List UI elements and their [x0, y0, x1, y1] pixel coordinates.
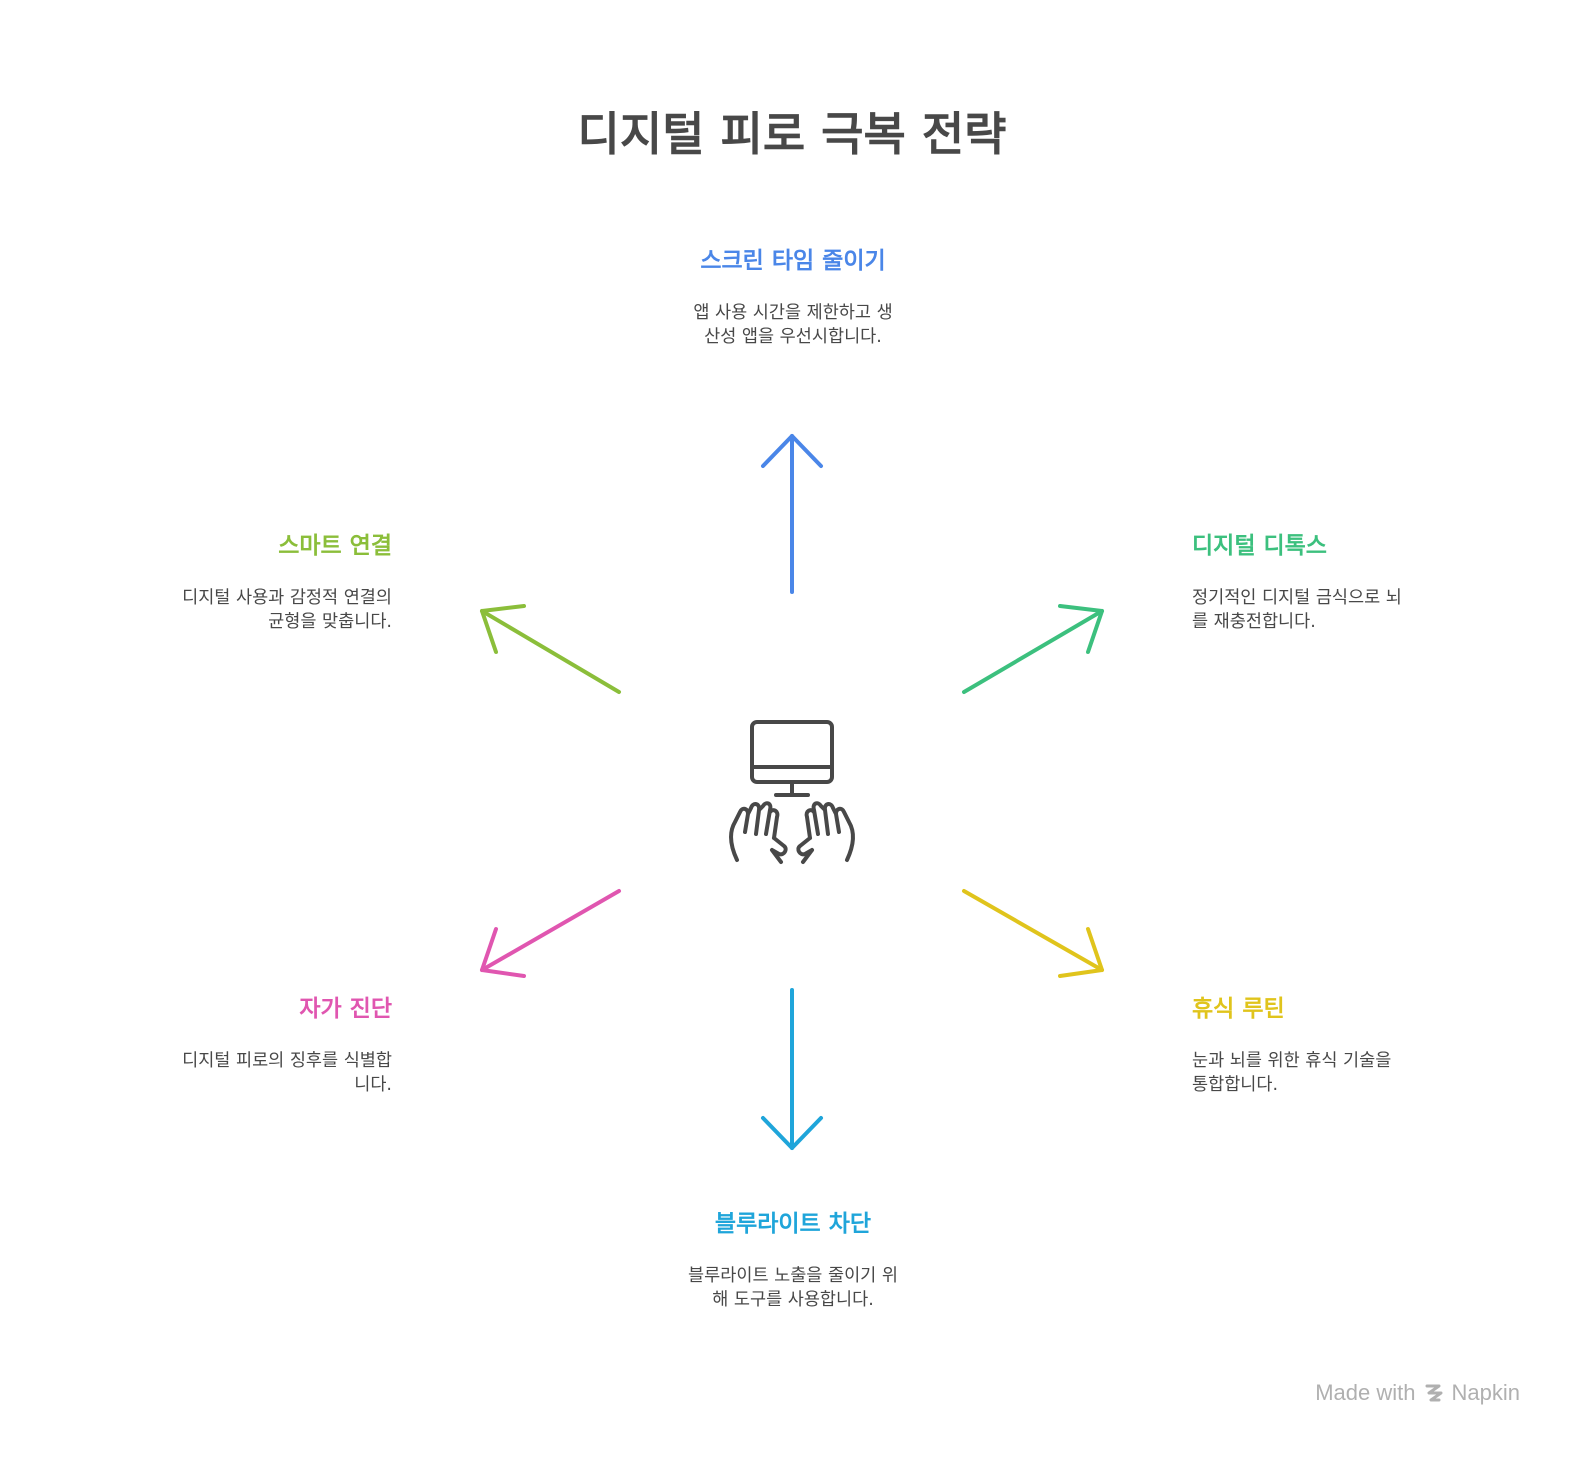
page-title: 디지털 피로 극복 전략 [577, 107, 1007, 161]
strategy-upper-left-desc: 디지털 사용과 감정적 연결의 균형을 맞춥니다. [182, 588, 392, 632]
strategy-lower-right: 휴식 루틴 눈과 뇌를 위한 휴식 기술을 통합합니다. [1192, 993, 1402, 1097]
napkin-brand-label: Napkin [1451, 1380, 1520, 1405]
strategy-bottom: 블루라이트 차단 블루라이트 노출을 줄이기 위해 도구를 사용합니다. [688, 1208, 898, 1312]
strategy-top-title: 스크린 타임 줄이기 [700, 248, 886, 274]
strategy-upper-right-desc: 정기적인 디지털 금식으로 뇌를 재충전합니다. [1192, 588, 1402, 632]
strategy-bottom-desc: 블루라이트 노출을 줄이기 위해 도구를 사용합니다. [688, 1266, 898, 1310]
arrow-down [761, 988, 823, 1150]
made-with-napkin-badge[interactable]: Made with Napkin [1315, 1380, 1520, 1406]
strategy-lower-left: 자가 진단 디지털 피로의 징후를 식별합니다. [182, 993, 392, 1097]
monitor-with-typing-hands-icon [729, 720, 855, 864]
strategy-lower-right-title: 휴식 루틴 [1192, 996, 1285, 1022]
arrow-upper-right [962, 604, 1104, 694]
arrow-lower-left [480, 889, 621, 978]
strategy-upper-left-title: 스마트 연결 [278, 533, 392, 559]
napkin-logo-icon [1425, 1384, 1443, 1402]
strategy-lower-left-title: 자가 진단 [299, 996, 392, 1022]
arrow-upper-left [480, 604, 621, 694]
strategy-top: 스크린 타임 줄이기 앱 사용 시간을 제한하고 생산성 앱을 우선시합니다. [688, 245, 898, 349]
strategy-lower-right-desc: 눈과 뇌를 위한 휴식 기술을 통합합니다. [1192, 1051, 1392, 1095]
arrow-up [761, 434, 823, 594]
strategy-upper-right-title: 디지털 디톡스 [1192, 533, 1327, 559]
strategy-upper-left: 스마트 연결 디지털 사용과 감정적 연결의 균형을 맞춥니다. [182, 530, 392, 634]
strategy-lower-left-desc: 디지털 피로의 징후를 식별합니다. [182, 1051, 392, 1095]
strategy-upper-right: 디지털 디톡스 정기적인 디지털 금식으로 뇌를 재충전합니다. [1192, 530, 1402, 634]
strategy-top-desc: 앱 사용 시간을 제한하고 생산성 앱을 우선시합니다. [693, 303, 893, 347]
arrow-lower-right [962, 889, 1104, 978]
made-with-label: Made with [1315, 1380, 1416, 1405]
strategy-bottom-title: 블루라이트 차단 [714, 1211, 872, 1237]
